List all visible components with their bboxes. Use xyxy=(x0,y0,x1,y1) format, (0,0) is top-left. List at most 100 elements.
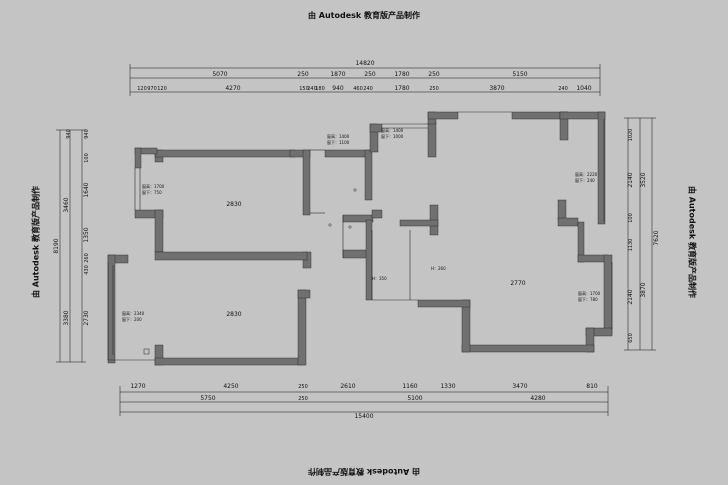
dim-top-row1: 250 xyxy=(364,71,376,78)
dimension-labels-top: 14820 5070 250 1870 250 1780 250 5150 12… xyxy=(137,60,592,92)
wall-segment xyxy=(417,299,471,308)
wall-segment xyxy=(461,299,471,353)
dim-bottom-row2: 1270 xyxy=(130,383,145,390)
dim-right-row2: 1020 xyxy=(628,129,634,142)
dim-top-row2: 150 xyxy=(299,86,309,92)
dim-top-row1: 1870 xyxy=(330,71,345,78)
wall-segment xyxy=(297,289,307,366)
dim-right-row1: 3870 xyxy=(640,282,647,297)
window-note-line: 窗高：1400 xyxy=(327,133,350,139)
wall-segment xyxy=(461,344,595,353)
wall-segment xyxy=(297,289,311,299)
window-note-line: 窗下：1000 xyxy=(381,133,404,139)
dim-top-row1: 250 xyxy=(428,71,440,78)
dim-top-row2: 970 xyxy=(147,86,157,92)
wall-segment xyxy=(154,149,296,158)
dim-bottom-row2: 4250 xyxy=(223,383,238,390)
window-note-line: 窗下：200 xyxy=(122,316,142,322)
wall-segment xyxy=(364,149,373,201)
room-labels: 2830 2830 2770 xyxy=(226,201,525,318)
room-area-label: 2770 xyxy=(510,280,525,287)
room-area-label: 2830 xyxy=(226,201,241,208)
room-area-label: 2830 xyxy=(226,311,241,318)
dim-top-row2: 120 xyxy=(137,86,147,92)
dim-bottom-row2: 1330 xyxy=(440,383,455,390)
drain-fixture xyxy=(348,225,352,229)
fixture-box xyxy=(143,348,150,355)
drain-fixture xyxy=(353,188,357,192)
window-note-line: 窗高：1700 xyxy=(142,183,165,189)
wall-segment xyxy=(154,357,306,366)
dim-left-row2: 940 xyxy=(66,129,72,139)
beam-height-label: H：350 xyxy=(372,276,387,281)
dim-left-row2: 430 xyxy=(84,265,90,275)
dim-top-row2: 1780 xyxy=(394,85,409,92)
dim-top-row1: 1780 xyxy=(394,71,409,78)
dim-right-row2: 2140 xyxy=(627,289,634,304)
dim-left-row1: 3380 xyxy=(63,310,70,325)
window-note-line: 窗下：780 xyxy=(578,296,598,302)
dim-bottom-row2: 810 xyxy=(586,383,598,390)
dim-bottom-row1: 250 xyxy=(298,396,308,402)
window-note-line: 窗高：2340 xyxy=(122,310,145,316)
dim-bottom-row1: 5750 xyxy=(200,395,215,402)
dim-bottom-row2: 2610 xyxy=(340,383,355,390)
dim-top-row2: 250 xyxy=(429,86,439,92)
dim-left-row2: 260 xyxy=(84,253,90,263)
wall-segment xyxy=(557,199,567,221)
window-note-line: 窗下：750 xyxy=(142,189,162,195)
drain-fixture xyxy=(328,223,332,227)
walls xyxy=(107,111,613,366)
dim-top-row2: 180 xyxy=(315,86,325,92)
beam-height-label: H：260 xyxy=(431,266,446,271)
dim-right-total: 7620 xyxy=(653,230,660,245)
dim-top-row2: 940 xyxy=(332,85,344,92)
dim-top-row2: 1040 xyxy=(576,85,591,92)
watermark-left: 由 Autodesk 教育版产品制作 xyxy=(31,185,41,299)
wall-segment xyxy=(365,219,373,301)
dimension-labels-right: 7620 3520 3870 1020 2140 100 1130 2140 6… xyxy=(627,129,660,343)
dim-right-row2: 650 xyxy=(628,333,634,343)
wall-segment xyxy=(427,111,459,120)
wall-segment xyxy=(134,147,142,169)
wall-segment xyxy=(107,254,116,364)
window-note-line: 窗下：1100 xyxy=(327,139,350,145)
dim-right-row2: 1130 xyxy=(628,239,634,252)
wall-segment xyxy=(427,121,437,158)
wall-segment xyxy=(302,149,311,216)
dim-left-row2: 2730 xyxy=(83,310,90,325)
wall-segment xyxy=(399,219,439,227)
dim-left-row2: 1350 xyxy=(83,227,90,242)
wall-segment xyxy=(154,209,164,253)
dim-top-total: 14820 xyxy=(355,60,374,67)
wall-segment xyxy=(603,254,613,336)
window-note-line: 窗高：2220 xyxy=(575,171,598,177)
dim-top-row1: 5150 xyxy=(512,71,527,78)
dim-left-total: 8190 xyxy=(53,238,60,253)
window-note-line: 窗高：1400 xyxy=(381,127,404,133)
beam-labels: H：350 H：260 xyxy=(372,266,446,281)
window-note-line: 窗下：240 xyxy=(575,177,595,183)
dim-bottom-row1: 4280 xyxy=(530,395,545,402)
dim-bottom-total: 15400 xyxy=(354,413,373,420)
wall-segment xyxy=(577,254,609,263)
window-notes: 窗高：1700 窗下：750 窗高：2340 窗下：200 窗高：1400 窗下… xyxy=(122,127,601,322)
dim-top-row2: 240 xyxy=(363,86,373,92)
dim-top-row2: 240 xyxy=(307,86,317,92)
dimension-lines-top xyxy=(56,64,656,416)
dim-right-row2: 2140 xyxy=(627,172,634,187)
window-line xyxy=(107,263,155,361)
dim-bottom-row2: 250 xyxy=(298,384,308,390)
dim-right-row1: 3520 xyxy=(640,172,647,187)
dim-bottom-row2: 1160 xyxy=(402,383,417,390)
outline-lines xyxy=(107,111,613,361)
dim-left-row1: 3460 xyxy=(63,197,70,212)
dim-left-row2: 1640 xyxy=(83,182,90,197)
watermark-bottom: 由 Autodesk 教育版产品制作 xyxy=(307,467,421,476)
wall-segment xyxy=(597,111,606,225)
dimension-labels-bottom: 1270 4250 250 2610 1160 1330 3470 810 57… xyxy=(130,383,598,420)
dim-top-row2: 240 xyxy=(558,86,568,92)
dim-top-row1: 5070 xyxy=(212,71,227,78)
dim-left-row2: 940 xyxy=(84,129,90,139)
